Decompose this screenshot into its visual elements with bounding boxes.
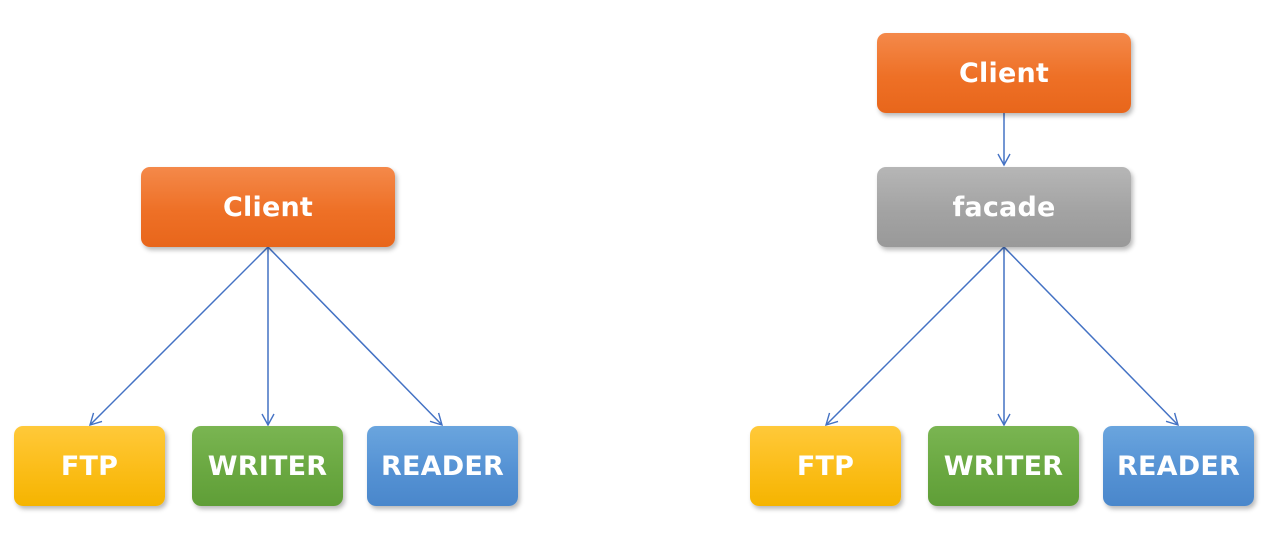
left-reader-box: READER: [367, 426, 518, 506]
left-writer-box: WRITER: [192, 426, 343, 506]
right-arrow-facade-to-reader: [1003, 246, 1180, 427]
facade-label: facade: [952, 191, 1056, 223]
left-reader-label: READER: [381, 450, 504, 482]
left-client-label: Client: [223, 191, 313, 223]
right-reader-box: READER: [1103, 426, 1254, 506]
right-reader-label: READER: [1117, 450, 1240, 482]
right-ftp-label: FTP: [796, 450, 855, 482]
left-ftp-label: FTP: [60, 450, 119, 482]
facade-box: facade: [877, 167, 1131, 247]
right-arrow-facade-to-ftp: [824, 246, 1005, 427]
right-writer-box: WRITER: [928, 426, 1079, 506]
right-client-box: Client: [877, 33, 1131, 113]
left-client-box: Client: [141, 167, 395, 247]
left-ftp-box: FTP: [14, 426, 165, 506]
right-client-label: Client: [959, 57, 1049, 89]
right-writer-label: WRITER: [943, 450, 1064, 482]
left-arrow-client-to-reader: [267, 246, 444, 427]
left-writer-label: WRITER: [207, 450, 328, 482]
right-ftp-box: FTP: [750, 426, 901, 506]
left-arrow-client-to-ftp: [88, 246, 269, 427]
